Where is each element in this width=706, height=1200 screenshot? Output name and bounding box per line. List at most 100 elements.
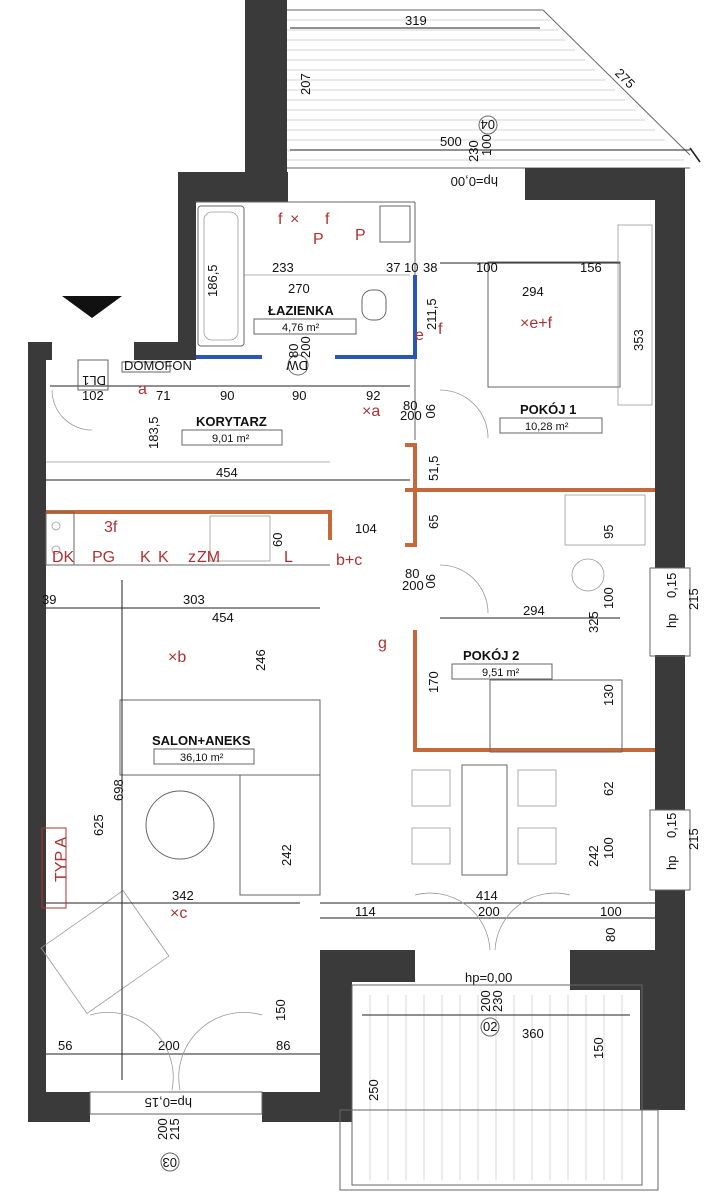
sink-kitchen [209,515,271,562]
dim-625: 625 [91,814,106,836]
dim-92: 92 [366,388,380,403]
dim-38: 38 [423,260,437,275]
dim-90-door1: 90 [423,404,438,418]
dim-250: 250 [366,1079,381,1101]
sofa-chaise [239,774,321,896]
balcony-04-label: 04 [481,117,495,132]
dim-114: 114 [355,904,376,919]
pokoj2-area: 9,51 m² [482,667,520,679]
dim-211-5: 211,5 [424,298,439,330]
bed-2 [489,679,623,753]
dim-207: 207 [298,73,313,95]
desk [564,494,646,546]
right-windows: 0,15 215 hp 0,15 215 hp [649,567,701,891]
toilet [361,289,387,321]
dim-71: 71 [156,388,170,403]
hp-right-2: hp [664,856,679,870]
dim-200-b3: 200 [155,1118,170,1140]
pg-label: PG [92,549,115,566]
dim-170: 170 [426,671,441,693]
balcony-02-marker [480,1017,500,1037]
dim-230-b2: 230 [490,990,505,1012]
pokoj1-area: 10,28 m² [525,421,569,433]
dim-233: 233 [272,260,294,275]
dim-62: 62 [601,782,616,796]
dim-80-door2: 80 [405,566,419,581]
dim-270: 270 [288,281,310,296]
balcony-04-marker [478,115,498,135]
dw-label: DW [286,358,308,373]
internal-walls [46,201,655,752]
dim-230-top: 230 [466,140,481,162]
room-salon: SALON+ANEKS 36,10 m² 698 625 246 242 62 … [40,580,655,1091]
balcony-02-label: 02 [483,1019,497,1034]
hp-bal2: hp=0,00 [465,970,512,985]
dim-319: 319 [405,13,427,28]
dim-60: 60 [270,533,285,547]
balcony-02: 360 250 150 02 200 230 hp=0,00 [339,970,659,1191]
dim-414: 414 [476,888,498,903]
dim-325: 325 [586,611,601,633]
dim-90-a: 90 [220,388,234,403]
typ-a-box [41,827,67,909]
dim-104: 104 [355,521,377,536]
dim-200-b2: 200 [478,990,493,1012]
orange-wall-1 [405,443,417,547]
dim-100-top: 100 [479,134,494,156]
dim-183-5: 183,5 [146,416,161,449]
pokoj2-name: POKÓJ 2 [463,648,519,663]
dim-294-p2: 294 [523,603,545,618]
dim-51-5: 51,5 [426,456,441,481]
window-right-1b: 215 [686,588,701,610]
dk-label: DK [52,549,75,566]
dim-200-left: 200 [158,1038,180,1053]
socket-b-c: b+c [336,552,362,569]
kitchen-socket-3f: 3f [104,519,118,536]
dim-342: 342 [172,888,194,903]
coffee-table [145,790,215,860]
outer-walls [28,168,685,1122]
dim-698: 698 [111,779,126,801]
armchair [40,889,170,1015]
dim-454-b: 454 [212,610,234,625]
dim-80-door1: 80 [403,398,417,413]
dim-500: 500 [440,134,462,149]
bath-p2-socket: P [313,231,324,248]
pokoj1-name: POKÓJ 1 [520,402,576,417]
hp-bal3: hp=0,15 [145,1095,192,1110]
dim-246: 246 [253,649,268,671]
bathtub [197,205,245,347]
bath-x-socket: × [290,211,299,228]
dl-socket-a: a [138,381,147,398]
bathroom-name: ŁAZIENKA [268,303,334,318]
dw-marker [287,354,309,376]
dim-100-p1: 100 [476,260,498,275]
dim-242-right: 242 [586,845,601,867]
dim-39: 39 [42,592,56,607]
dim-294-p1: 294 [522,284,544,299]
balcony-03-label: 03 [163,1155,177,1170]
dim-275: 275 [612,65,638,91]
dim-360: 360 [522,1026,544,1041]
window-right-2a: 0,15 [664,813,679,838]
bath-f2-socket: f [325,211,330,228]
blue-wall-2 [335,275,417,359]
dim-100-right: 100 [601,837,616,859]
salon-area: 36,10 m² [180,752,224,764]
room-korytarz: 102 71 90 90 92 183,5 KORYTARZ 9,01 m² 4… [46,296,441,481]
dim-37: 37 [386,260,400,275]
dim-90-b: 90 [292,388,306,403]
dim-100-bot: 100 [600,904,622,919]
bath-f-socket: f [278,211,283,228]
dining-table [461,764,508,876]
sink [379,205,411,243]
k2-label: K [158,549,169,566]
salon-name: SALON+ANEKS [152,733,251,748]
dim-86: 86 [276,1038,290,1053]
dim-150-right: 150 [591,1037,606,1059]
kitchen: 39 303 454 104 60 DK PG K K z ZM L 3f b+… [42,511,377,625]
korytarz-name: KORYTARZ [196,414,267,429]
pokoj1-socket-e: e [415,327,424,344]
